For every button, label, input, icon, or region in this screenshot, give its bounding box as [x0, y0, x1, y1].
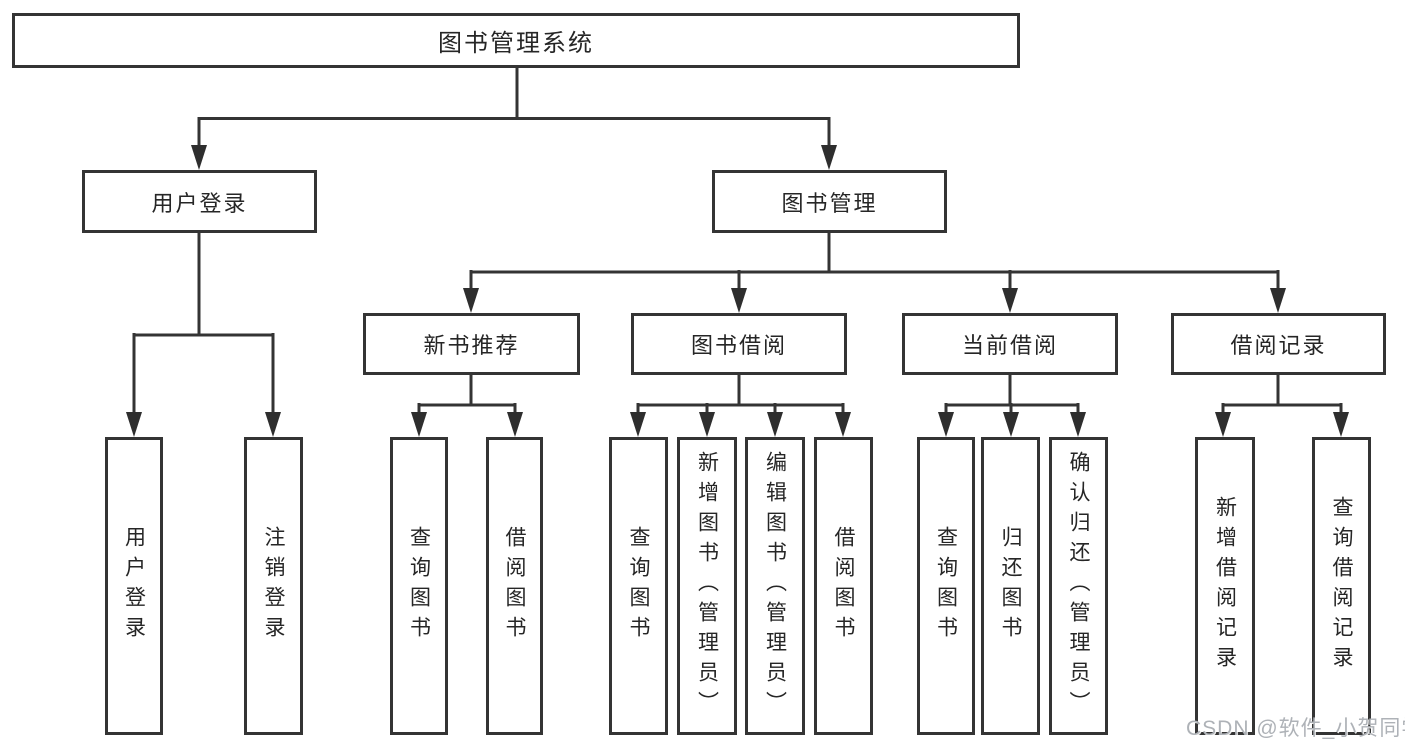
node-leaf-label: 归还图书: [999, 526, 1022, 646]
node-leaf-label: 新增借阅记录: [1213, 496, 1237, 676]
node-leaf-label: 查询图书: [407, 526, 431, 646]
node-module-borrow-records: 借阅记录: [1171, 313, 1386, 375]
node-leaf-label: 借阅图书: [832, 526, 855, 646]
node-leaf-label: 借阅图书: [503, 526, 526, 646]
node-module-new-book-recommend: 新书推荐: [363, 313, 580, 375]
node-leaf-label: 查询借阅记录: [1330, 496, 1353, 676]
node-leaf-logout: 注销登录: [244, 437, 303, 735]
node-leaf-query-book: 查询图书: [609, 437, 668, 735]
node-leaf-query-book: 查询图书: [917, 437, 975, 735]
node-leaf-borrow-book: 借阅图书: [814, 437, 873, 735]
node-module-book-borrow: 图书借阅: [631, 313, 847, 375]
node-leaf-add-book-admin: 新增图书（管理员）: [677, 437, 737, 735]
csdn-watermark: CSDN @软件_小贺同学: [1186, 717, 1405, 740]
node-leaf-label: 新增图书（管理员）: [695, 451, 719, 721]
node-leaf-label: 查询图书: [934, 526, 958, 646]
node-branch-user-login: 用户登录: [82, 170, 317, 233]
node-leaf-confirm-return-admin: 确认归还（管理员）: [1049, 437, 1108, 735]
node-branch-book-management: 图书管理: [712, 170, 947, 233]
node-leaf-label: 编辑图书（管理员）: [763, 451, 787, 721]
node-leaf-query-borrow-record: 查询借阅记录: [1312, 437, 1371, 735]
node-leaf-label: 注销登录: [262, 526, 285, 646]
node-leaf-user-login: 用户登录: [105, 437, 163, 735]
node-leaf-label: 查询图书: [627, 526, 650, 646]
node-leaf-label: 用户登录: [122, 526, 146, 646]
node-leaf-borrow-book: 借阅图书: [486, 437, 543, 735]
node-leaf-label: 确认归还（管理员）: [1067, 451, 1090, 721]
node-root: 图书管理系统: [12, 13, 1020, 68]
node-leaf-edit-book-admin: 编辑图书（管理员）: [745, 437, 805, 735]
arrowheads: [126, 145, 1349, 437]
node-leaf-return-book: 归还图书: [981, 437, 1040, 735]
node-leaf-add-borrow-record: 新增借阅记录: [1195, 437, 1255, 735]
node-leaf-query-book: 查询图书: [390, 437, 448, 735]
node-module-current-borrow: 当前借阅: [902, 313, 1118, 375]
